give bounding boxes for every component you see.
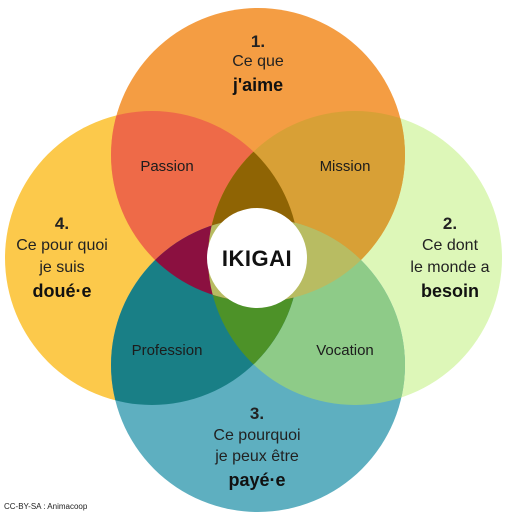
mission-label: Mission [320,158,371,175]
top-number: 1. [251,32,265,51]
left-line-1: Ce pour quoi [16,237,108,254]
profession-label: Profession [132,342,203,359]
center-label: IKIGAI [222,246,292,271]
right-line-2: le monde a [410,259,489,276]
right-number: 2. [443,214,457,233]
credit-text: CC-BY-SA : Animacoop [4,502,88,511]
right-emphasis: besoin [421,281,479,301]
center-disc [207,208,307,308]
bottom-number: 3. [250,404,264,423]
left-line-2: je suis [38,259,84,276]
left-emphasis: doué·e [32,281,91,301]
top-line-1: Ce que [232,53,284,70]
passion-label: Passion [140,158,193,175]
bottom-emphasis: payé·e [228,470,285,490]
bottom-line-1: Ce pourquoi [213,427,300,444]
triple-overlap-right [208,218,405,302]
top-emphasis: j'aime [232,75,283,95]
vocation-label: Vocation [316,342,374,359]
bottom-line-2: je peux être [214,448,299,465]
left-number: 4. [55,214,69,233]
right-line-1: Ce dont [422,237,479,254]
